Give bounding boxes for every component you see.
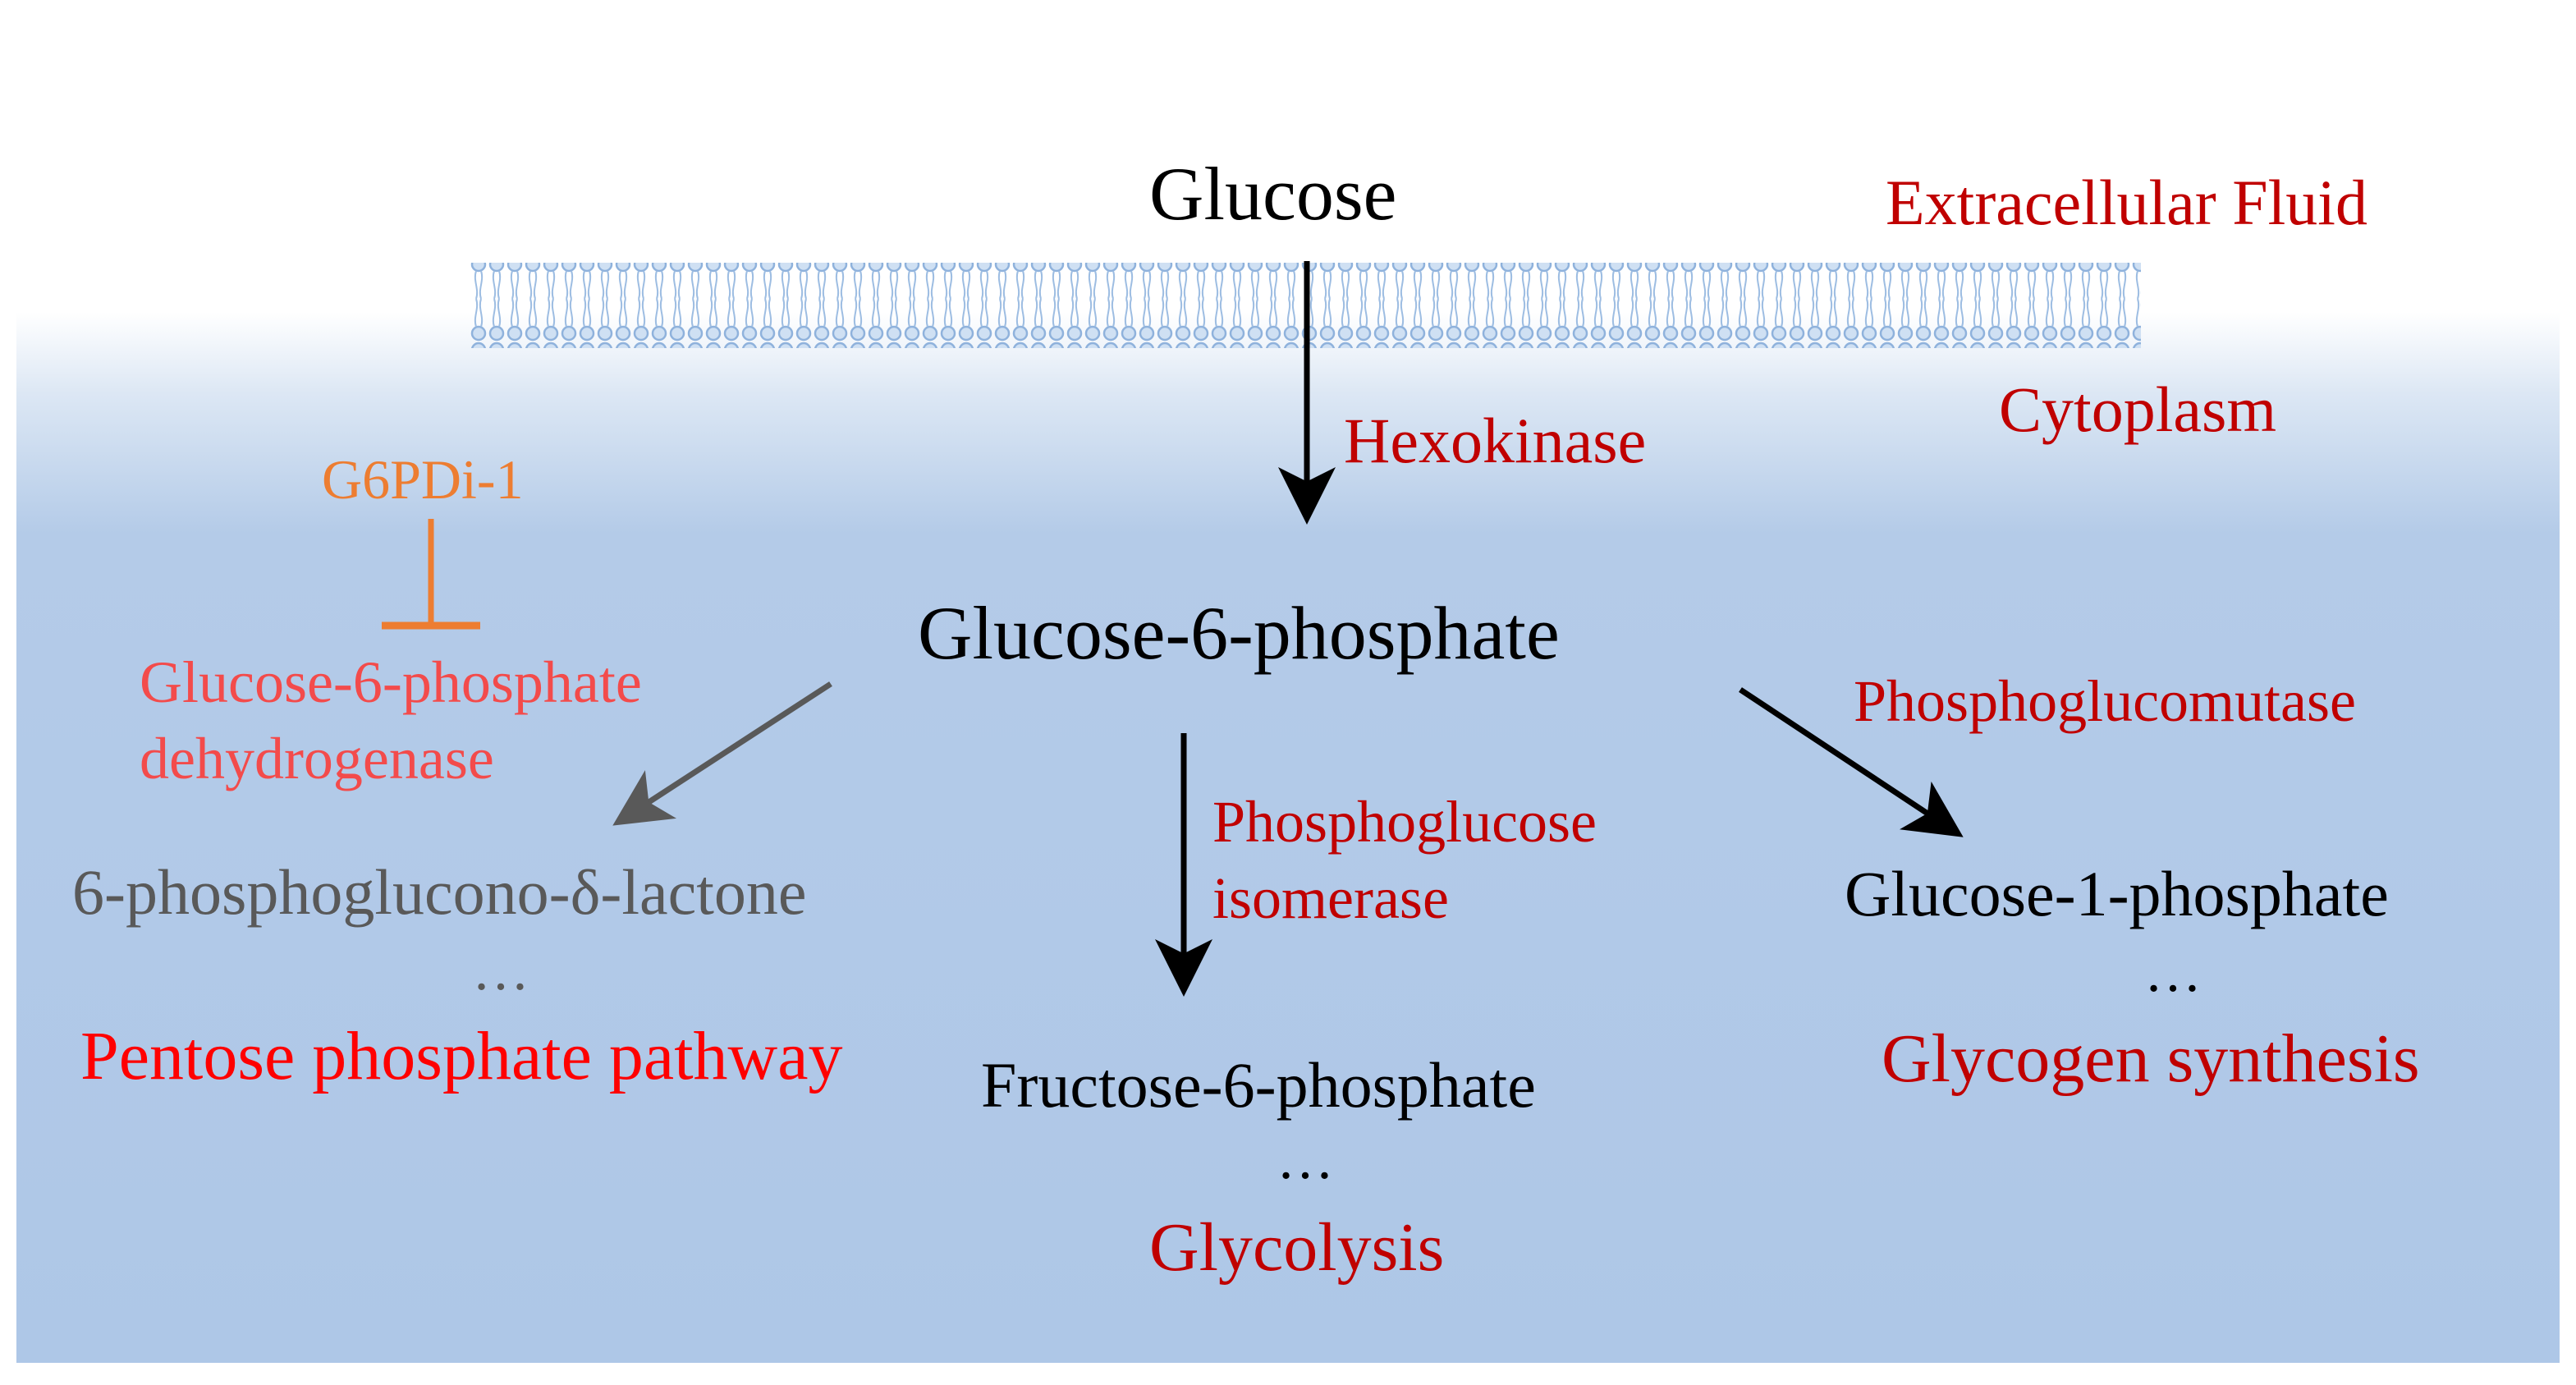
g6pd-label-line1: Glucose-6-phosphate bbox=[140, 649, 642, 715]
g6p-node: Glucose-6-phosphate bbox=[918, 591, 1560, 675]
lactone-node: 6-phosphoglucono-δ-lactone bbox=[72, 856, 807, 928]
g1p-node: Glucose-1-phosphate bbox=[1845, 858, 2389, 929]
glycolysis-ellipsis: … bbox=[1277, 1128, 1334, 1191]
glycogen-ellipsis: … bbox=[2144, 941, 2202, 1004]
pgi-label-line2: isomerase bbox=[1212, 865, 1449, 931]
inhibition-mark bbox=[382, 519, 480, 630]
glycolysis-label: Glycolysis bbox=[1149, 1209, 1445, 1286]
diagram-canvas bbox=[16, 0, 2560, 1363]
glycogen-synthesis-label: Glycogen synthesis bbox=[1882, 1020, 2420, 1097]
f6p-node: Fructose-6-phosphate bbox=[981, 1049, 1536, 1121]
pgi-label-line1: Phosphoglucose bbox=[1212, 789, 1597, 855]
glucose-node: Glucose bbox=[1149, 152, 1397, 236]
extracellular-fluid-label: Extracellular Fluid bbox=[1886, 167, 2367, 238]
arrow-g6p-to-g1p bbox=[1739, 687, 1964, 837]
g6pdi-1-label: G6PDi-1 bbox=[322, 448, 524, 511]
pentose-pathway-label: Pentose phosphate pathway bbox=[80, 1018, 843, 1094]
arrow-g6p-to-lactone bbox=[612, 681, 832, 826]
pgm-label: Phosphoglucomutase bbox=[1854, 668, 2356, 734]
g6pd-label-line2: dehydrogenase bbox=[140, 726, 494, 791]
pentose-ellipsis: … bbox=[472, 939, 529, 1002]
cytoplasm-label: Cytoplasm bbox=[1999, 374, 2277, 445]
hexokinase-label: Hexokinase bbox=[1344, 405, 1647, 476]
